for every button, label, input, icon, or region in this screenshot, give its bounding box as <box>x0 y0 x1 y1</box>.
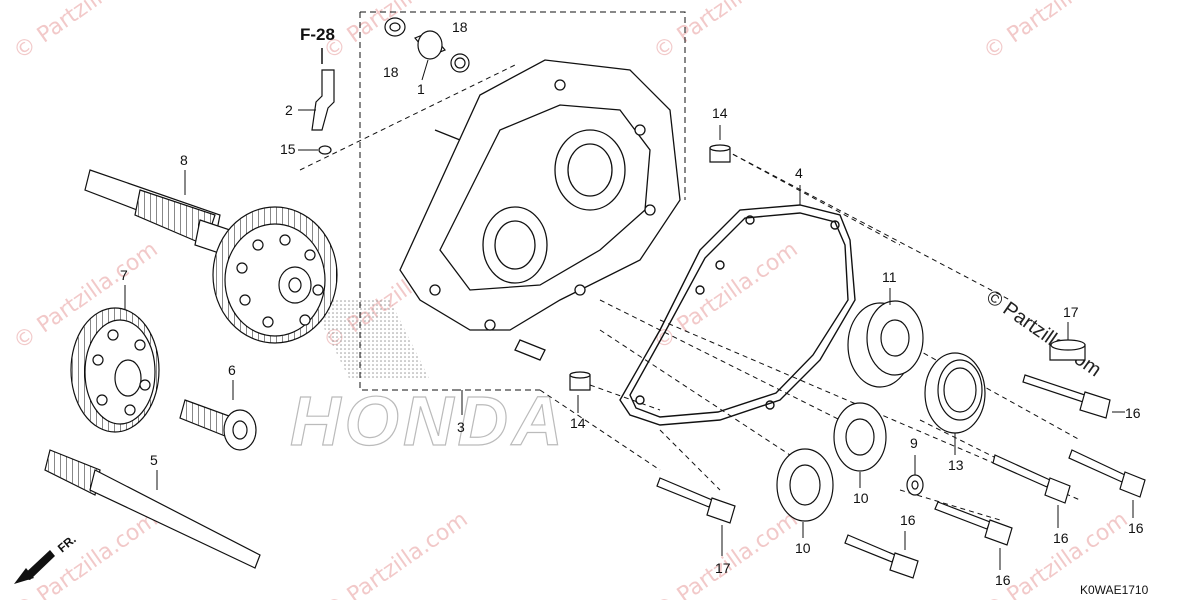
reference-label: F-28 <box>300 25 335 44</box>
assembly-bracket <box>359 11 686 391</box>
watermark: © Partzilla.com <box>9 507 162 600</box>
callout-6[interactable]: 6 <box>228 362 236 378</box>
gasket <box>619 204 856 426</box>
diagram-code: K0WAE1710 <box>1080 583 1149 597</box>
callout-16[interactable]: 16 <box>1128 520 1144 536</box>
watermark: © Partzilla.com <box>9 0 162 65</box>
honda-wordmark: HONDA <box>290 382 567 460</box>
watermark: © Partzilla.com <box>979 0 1132 65</box>
callout-10[interactable]: 10 <box>795 540 811 556</box>
callout-1[interactable]: 1 <box>417 81 425 97</box>
callout-7[interactable]: 7 <box>120 267 128 283</box>
callout-numbers: 1 2 3 4 5 6 7 8 9 10 10 11 13 14 14 15 1… <box>120 19 1144 588</box>
transmission-case <box>399 59 681 361</box>
countershaft-gear <box>84 169 338 344</box>
callout-10[interactable]: 10 <box>853 490 869 506</box>
callout-16[interactable]: 16 <box>995 572 1011 588</box>
callout-17[interactable]: 17 <box>1063 304 1079 320</box>
watermark: © Partzilla.com <box>319 507 472 600</box>
callout-18[interactable]: 18 <box>452 19 468 35</box>
front-label: FR. <box>55 532 79 555</box>
watermark: © Partzilla.com <box>649 0 802 65</box>
sleeve-and-seals <box>384 17 470 73</box>
callout-leaders <box>124 59 1134 570</box>
dowel-pins <box>569 144 731 391</box>
callout-5[interactable]: 5 <box>150 452 158 468</box>
pinion-6 <box>179 399 257 451</box>
breather-tube <box>311 69 335 155</box>
oil-seal-13 <box>924 352 986 434</box>
bearing-11 <box>847 300 924 388</box>
callout-3[interactable]: 3 <box>457 419 465 435</box>
washer-9 <box>906 474 924 496</box>
bolts <box>656 339 1146 579</box>
watermark-dark: © Partzilla.com <box>982 286 1105 381</box>
callout-8[interactable]: 8 <box>180 152 188 168</box>
callout-16[interactable]: 16 <box>1125 405 1141 421</box>
callout-16[interactable]: 16 <box>1053 530 1069 546</box>
callout-15[interactable]: 15 <box>280 141 296 157</box>
honda-logo: HONDA <box>289 300 567 461</box>
callout-4[interactable]: 4 <box>795 165 803 181</box>
callout-17[interactable]: 17 <box>715 560 731 576</box>
callout-9[interactable]: 9 <box>910 435 918 451</box>
callout-2[interactable]: 2 <box>285 102 293 118</box>
callout-14[interactable]: 14 <box>712 105 728 121</box>
callout-11[interactable]: 11 <box>882 269 897 285</box>
callout-13[interactable]: 13 <box>948 457 964 473</box>
gear-7 <box>70 307 160 433</box>
callout-14[interactable]: 14 <box>570 415 586 431</box>
watermark: © Partzilla.com <box>649 237 802 355</box>
callout-18[interactable]: 18 <box>383 64 399 80</box>
bearing-10 <box>776 402 887 522</box>
final-shaft <box>44 449 261 569</box>
callout-16[interactable]: 16 <box>900 512 916 528</box>
